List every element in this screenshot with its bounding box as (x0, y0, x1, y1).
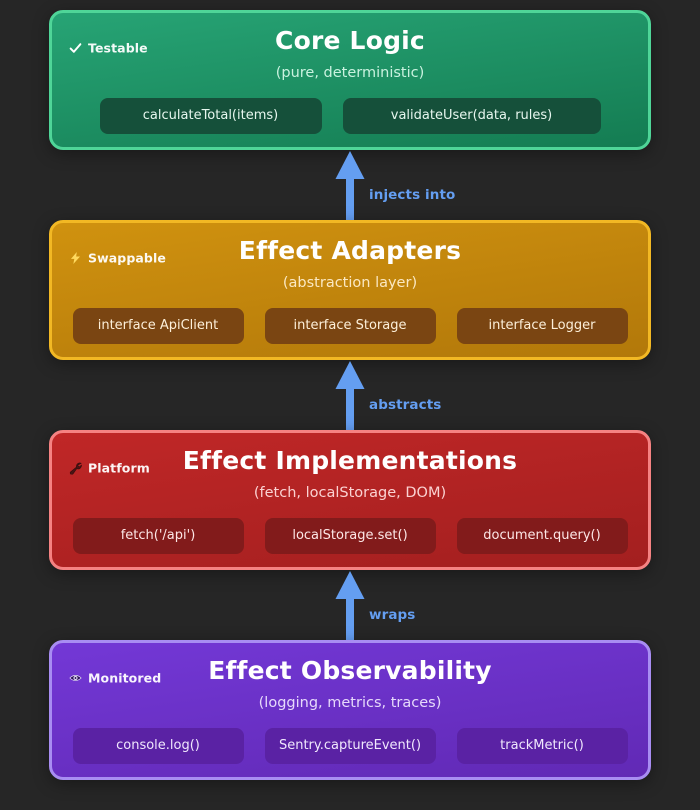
check-icon (69, 43, 82, 53)
pill: localStorage.set() (264, 518, 436, 554)
layer-title: Effect Observability (208, 656, 492, 685)
pill: interface Logger (456, 308, 628, 344)
arrow-label: abstracts (369, 397, 442, 413)
layer-subtitle: (pure, deterministic) (275, 65, 425, 81)
arrow-up-icon (335, 571, 365, 640)
bolt-icon (70, 252, 81, 264)
arrow-up-icon (335, 361, 365, 430)
connector-abstracts: abstracts (0, 360, 700, 430)
layer-subtitle: (abstraction layer) (282, 275, 418, 291)
layer-effect-implementations: Platform Effect Implementations (fetch, … (49, 430, 651, 570)
layer-effect-observability: Monitored Effect Observability (logging,… (49, 640, 651, 780)
layer-core-logic: Testable Core Logic (pure, deterministic… (49, 10, 651, 150)
pill-row: interface ApiClient interface Storage in… (52, 308, 648, 344)
platform-badge: Platform (69, 461, 150, 476)
badge-label: Platform (88, 460, 150, 476)
layer-subtitle: (logging, metrics, traces) (258, 695, 442, 711)
pill-row: console.log() Sentry.captureEvent() trac… (52, 728, 648, 764)
pill: trackMetric() (456, 728, 628, 764)
layer-title: Effect Implementations (182, 446, 518, 475)
testable-badge: Testable (69, 41, 148, 56)
connector-injects-into: injects into (0, 150, 700, 220)
pill: Sentry.captureEvent() (264, 728, 436, 764)
swappable-badge: Swappable (69, 251, 166, 266)
layer-title: Effect Adapters (238, 236, 462, 265)
badge-label: Monitored (88, 670, 162, 686)
pill: validateUser(data, rules) (342, 98, 601, 134)
pill-row: fetch('/api') localStorage.set() documen… (52, 518, 648, 554)
layer-effect-adapters: Swappable Effect Adapters (abstraction l… (49, 220, 651, 360)
pill: calculateTotal(items) (99, 98, 322, 134)
wrench-icon (69, 462, 82, 475)
pill: console.log() (72, 728, 244, 764)
monitored-badge: Monitored (69, 671, 161, 686)
eye-icon (69, 675, 82, 681)
layer-title: Core Logic (275, 26, 425, 55)
layer-subtitle: (fetch, localStorage, DOM) (253, 485, 447, 501)
pill: interface Storage (264, 308, 436, 344)
arrow-label: injects into (369, 187, 456, 203)
pill: fetch('/api') (72, 518, 244, 554)
badge-label: Testable (88, 40, 148, 56)
badge-label: Swappable (88, 250, 166, 266)
arrow-up-icon (335, 151, 365, 220)
connector-wraps: wraps (0, 570, 700, 640)
arrow-label: wraps (369, 607, 416, 623)
pill: interface ApiClient (72, 308, 244, 344)
pill: document.query() (456, 518, 628, 554)
pill-row: calculateTotal(items) validateUser(data,… (52, 98, 648, 134)
